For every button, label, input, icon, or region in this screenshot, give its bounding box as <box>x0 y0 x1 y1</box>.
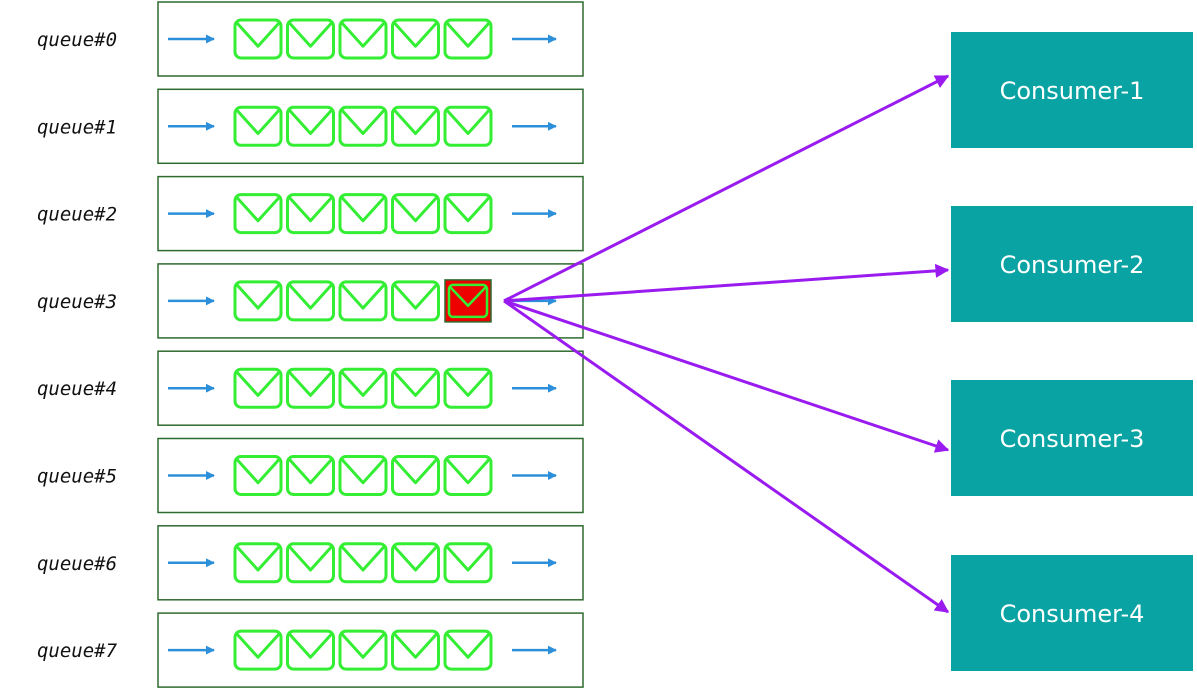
message-envelope-icon <box>286 629 335 671</box>
message-envelope-icon <box>338 542 388 584</box>
message-envelope-icon <box>338 280 388 322</box>
consumer-label: Consumer-3 <box>1000 425 1145 453</box>
dispatch-arrow <box>503 299 950 614</box>
message-envelope-icon <box>391 629 440 671</box>
consumer-box: Consumer-2 <box>951 206 1193 322</box>
highlighted-message-envelope-icon <box>444 279 492 323</box>
queue-row: queue#1 <box>37 88 584 165</box>
message-envelope-icon <box>391 455 440 496</box>
message-envelope-icon <box>443 455 493 496</box>
message-envelope-icon <box>233 105 283 147</box>
queue-label: queue#1 <box>37 116 117 138</box>
message-envelope-icon <box>233 629 283 671</box>
consumer-box-bg <box>951 206 1193 322</box>
queue-label: queue#2 <box>37 204 117 226</box>
message-envelope-icon <box>286 105 335 147</box>
message-envelope-icon <box>233 542 283 584</box>
queue-label: queue#3 <box>37 291 117 313</box>
message-envelope-icon <box>391 18 440 60</box>
message-envelope-icon <box>391 193 440 235</box>
message-envelope-icon <box>391 367 440 409</box>
dispatch-arrow <box>503 263 950 303</box>
message-envelope-icon <box>338 455 388 496</box>
message-envelope-icon <box>443 18 493 60</box>
message-envelope-icon <box>338 629 388 671</box>
message-envelope-icon <box>286 455 335 496</box>
queue-label: queue#4 <box>37 378 117 400</box>
message-envelope-icon <box>233 18 283 60</box>
dispatch-arrows <box>503 74 950 614</box>
queue-row: queue#3 <box>37 263 584 339</box>
dispatch-arrow <box>503 74 950 303</box>
message-envelope-icon <box>233 367 283 409</box>
message-envelope-icon <box>286 280 335 322</box>
message-envelope-icon <box>338 193 388 235</box>
message-envelope-icon <box>233 193 283 235</box>
message-envelope-icon <box>286 542 335 584</box>
message-envelope-icon <box>443 105 493 147</box>
message-envelope-icon <box>233 280 283 322</box>
queue-row: queue#5 <box>37 437 584 514</box>
message-envelope-icon <box>338 367 388 409</box>
message-envelope-icon <box>286 193 335 235</box>
message-envelope-icon <box>286 18 335 60</box>
consumer-box: Consumer-1 <box>951 32 1193 148</box>
dispatch-arrow <box>503 299 950 453</box>
message-envelope-icon <box>443 193 493 235</box>
queue-row: queue#2 <box>37 175 584 252</box>
consumer-label: Consumer-2 <box>1000 251 1145 279</box>
consumer-box-bg <box>951 555 1193 671</box>
message-envelope-icon <box>338 18 388 60</box>
consumer-box: Consumer-4 <box>951 555 1193 671</box>
message-envelope-icon <box>391 542 440 584</box>
queue-row: queue#4 <box>37 350 584 426</box>
queue-label: queue#0 <box>37 29 117 51</box>
queue-label: queue#6 <box>37 553 117 575</box>
message-envelope-icon <box>391 280 440 322</box>
message-envelope-icon <box>443 629 493 671</box>
consumer-label: Consumer-1 <box>1000 77 1145 105</box>
message-envelope-icon <box>443 542 493 584</box>
queue-row: queue#7 <box>37 612 584 688</box>
consumer-label: Consumer-4 <box>1000 600 1145 628</box>
queues: queue#0 queue#1 queue#2 queue#3 queue#4 queue… <box>37 1 584 688</box>
message-envelope-icon <box>233 455 283 496</box>
consumer-box-bg <box>951 380 1193 496</box>
queue-label: queue#7 <box>37 640 118 662</box>
message-envelope-icon <box>338 105 388 147</box>
queue-row: queue#0 <box>37 1 584 77</box>
message-envelope-icon <box>443 367 493 409</box>
queue-row: queue#6 <box>37 525 584 601</box>
message-envelope-icon <box>286 367 335 409</box>
consumer-box-bg <box>951 32 1193 148</box>
queue-label: queue#5 <box>37 466 117 488</box>
message-envelope-icon <box>391 105 440 147</box>
consumer-box: Consumer-3 <box>951 380 1193 496</box>
